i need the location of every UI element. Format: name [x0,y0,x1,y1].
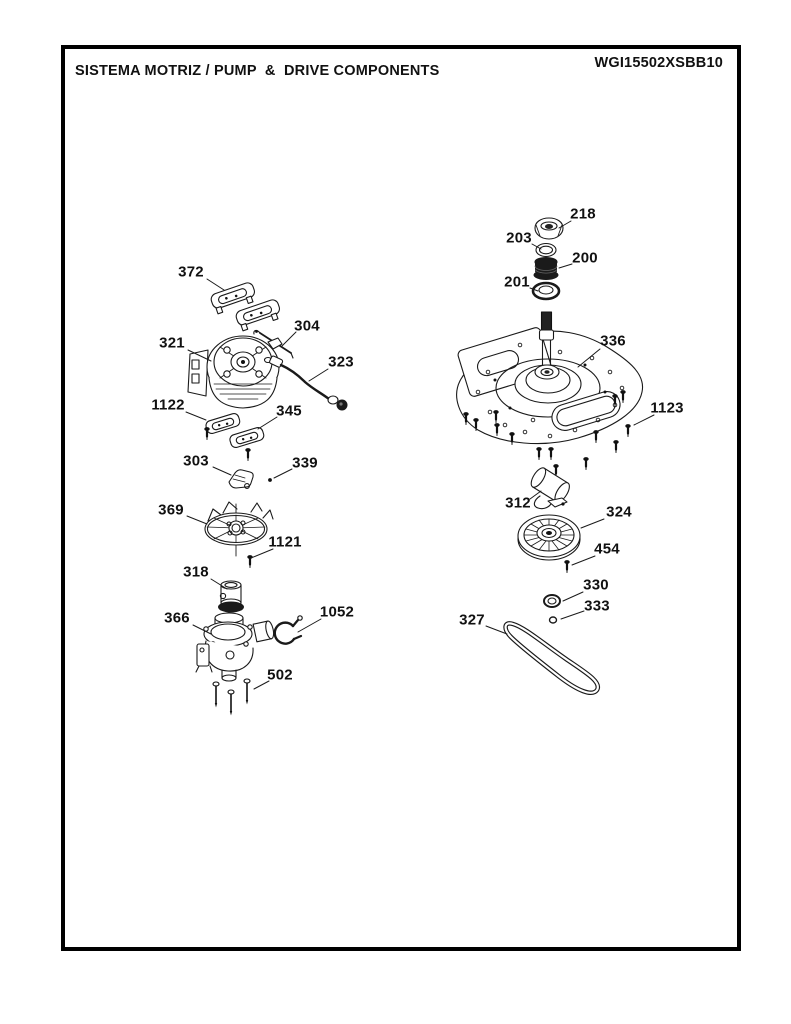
leader-1122 [185,411,207,421]
part-327-belt-drawing [503,621,601,696]
callout-321: 321 [159,334,185,352]
part-318-cup-drawing [218,580,244,613]
leader-369 [186,515,208,525]
callout-502: 502 [267,666,293,684]
leader-201 [529,287,539,292]
callout-454: 454 [594,540,620,558]
leader-323 [308,368,329,382]
leader-372 [206,278,225,291]
part-339-screw-drawing [268,478,272,482]
part-303-clip-drawing [228,469,254,489]
leader-333 [560,610,585,620]
callout-324: 324 [606,503,632,521]
leader-330 [562,591,584,602]
callout-218: 218 [570,205,596,223]
part-312-capacitor-drawing [530,467,570,510]
part-345-pad-drawing [228,425,266,462]
leader-218 [558,220,572,229]
part-366-pump-drawing [195,612,275,682]
leader-1121 [250,548,274,559]
part-330-washer-drawing [543,594,561,608]
leader-303 [212,466,232,476]
leader-318 [210,578,228,590]
callout-318: 318 [183,563,209,581]
callout-312: 312 [505,494,531,512]
callout-372: 372 [178,263,204,281]
callout-200: 200 [572,249,598,267]
model-number: WGI15502XSBB10 [594,55,723,71]
callout-336: 336 [600,332,626,350]
leader-324 [580,518,605,529]
callout-304: 304 [294,317,320,335]
callout-leader-lines [185,220,655,690]
leader-336 [577,348,601,368]
leader-327 [485,625,508,635]
part-502-screws-drawing [212,678,251,717]
leader-312 [529,490,542,500]
callout-1121: 1121 [268,533,302,551]
part-201-ring-drawing [531,281,561,301]
callout-345: 345 [276,402,302,420]
part-203-ring-drawing [535,242,557,258]
callout-369: 369 [158,501,184,519]
part-333-ring-drawing [548,616,558,624]
part-1052-clamp-drawing [273,615,303,645]
leader-1123 [633,414,655,426]
callout-1122: 1122 [151,396,185,414]
leader-321 [187,349,212,362]
diagram-border [61,45,741,951]
leader-502 [253,680,270,690]
leader-454 [571,555,596,566]
callout-339: 339 [292,454,318,472]
callout-303: 303 [183,452,209,470]
leader-200 [558,263,573,269]
part-336-platform-drawing [456,311,644,445]
callout-330: 330 [583,576,609,594]
page-title: SISTEMA MOTRIZ / PUMP & DRIVE COMPONENTS [75,63,440,79]
callout-327: 327 [459,611,485,629]
callout-323: 323 [328,353,354,371]
leader-345 [257,416,278,430]
callout-201: 201 [504,273,530,291]
callout-203: 203 [506,229,532,247]
part-323-wire-harness-drawing [263,355,348,411]
part-321-motor-drawing [187,335,283,409]
callout-366: 366 [164,609,190,627]
part-324-pulley-drawing [517,514,581,561]
leader-366 [192,624,212,635]
part-369-impeller-drawing [204,501,274,557]
leader-1052 [297,618,322,633]
leader-339 [273,468,293,479]
callout-1123: 1123 [650,399,684,417]
part-372-mount-pads-drawing [210,282,281,332]
part-454-screw-drawing [563,558,571,574]
callout-333: 333 [584,597,610,615]
leader-304 [281,331,297,347]
part-1121-screw-drawing [246,553,254,569]
leader-203 [531,243,542,250]
part-200-coupling-drawing [533,256,559,280]
callout-1052: 1052 [319,603,355,621]
part-218-nut-drawing [534,217,564,240]
